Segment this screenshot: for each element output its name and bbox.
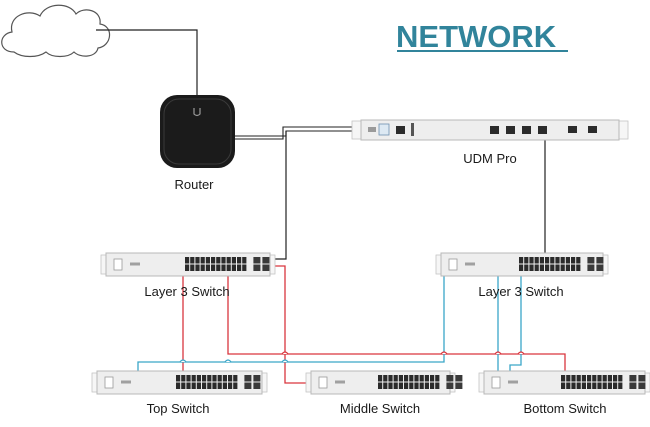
line-hop-mark: [281, 359, 289, 363]
layer3-switch-left: [100, 252, 276, 277]
line-hop-mark: [440, 351, 448, 355]
udm-pro-label: UDM Pro: [463, 151, 516, 166]
line-hop-mark: [517, 351, 525, 355]
line-hop-mark: [224, 359, 232, 363]
link-blue-l3right-top: [137, 276, 445, 371]
middle-switch: [305, 370, 463, 395]
top-switch-label: Top Switch: [147, 401, 210, 416]
link-cloud-router: [96, 29, 198, 96]
ubiquiti-logo-icon: [193, 108, 201, 117]
bottom-switch-label: Bottom Switch: [523, 401, 606, 416]
layer3-switch-left-label: Layer 3 Switch: [144, 284, 229, 299]
link-blue-l3right-bottom: [509, 276, 522, 371]
link-red-l3left-middle: [270, 265, 311, 384]
line-hop-mark: [494, 351, 502, 355]
link-router-udm: [235, 130, 356, 137]
udm-pro-device: [351, 119, 629, 141]
bottom-switch: [478, 370, 650, 395]
router-device: [160, 95, 235, 168]
top-switch: [91, 370, 268, 395]
line-hop-mark: [281, 351, 289, 355]
diagram-title: NETWORK: [396, 19, 557, 54]
link-udm-l3-left: [270, 131, 287, 260]
layer3-switch-right-label: Layer 3 Switch: [478, 284, 563, 299]
line-hop-mark: [179, 359, 187, 363]
layer3-switch-right: [435, 252, 609, 277]
router-label: Router: [174, 177, 214, 192]
link-red-l3left-bottom: [227, 276, 566, 371]
middle-switch-label: Middle Switch: [340, 401, 420, 416]
cloud-icon: [1, 4, 111, 58]
